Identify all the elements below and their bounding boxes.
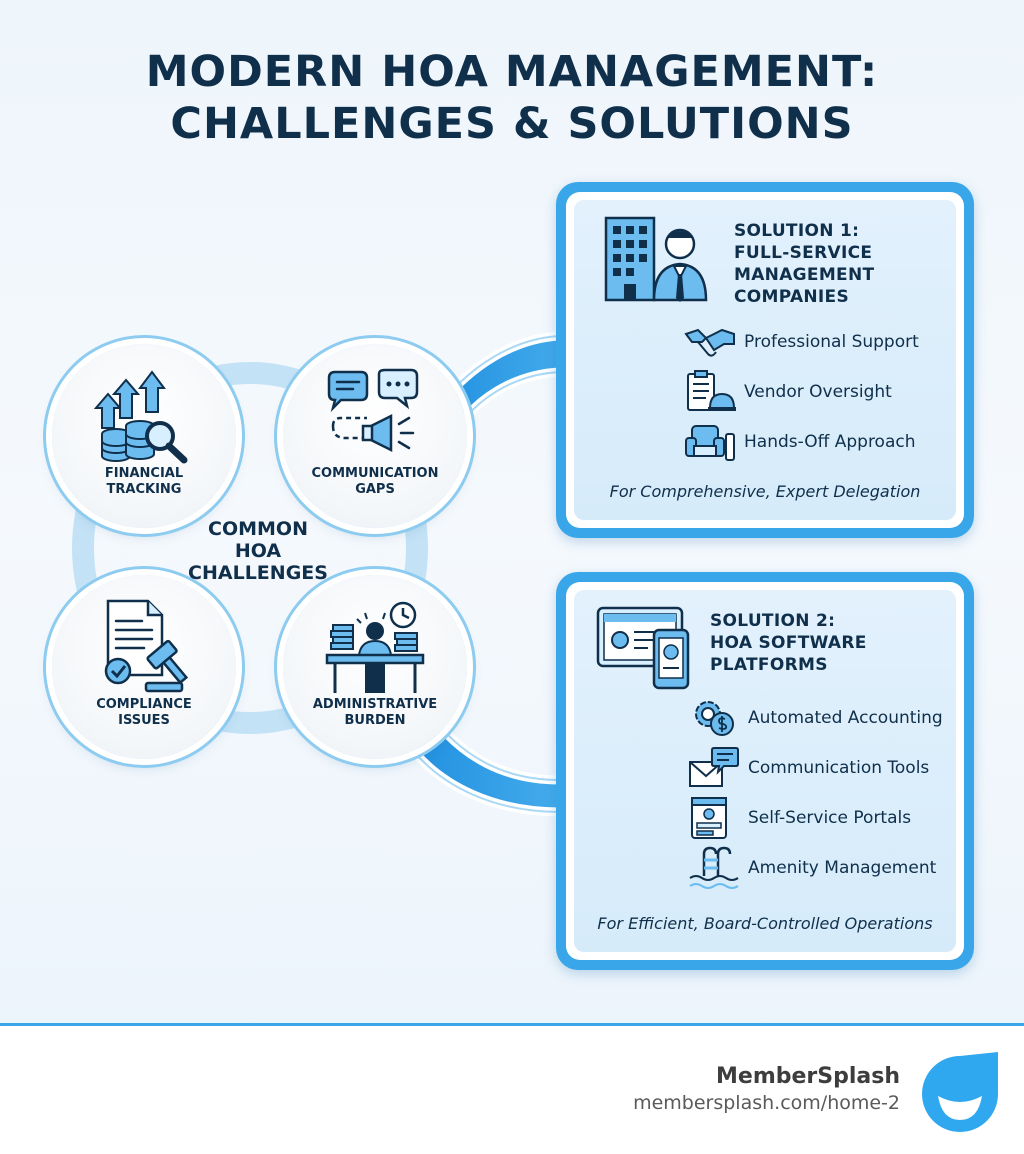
solution-2-item-label: Automated Accounting [748, 708, 943, 728]
solution-1-item: Vendor Oversight [684, 370, 964, 414]
pool-ladder-icon [689, 846, 739, 889]
common-challenges-label: COMMON HOA CHALLENGES [174, 518, 342, 584]
solution-2-item-label: Amenity Management [748, 858, 937, 878]
building-manager-icon [604, 216, 708, 302]
handshake-icon [684, 328, 735, 357]
challenge-label: ISSUES [118, 713, 170, 728]
footer-divider [0, 1023, 1024, 1026]
solution-1-item-label: Vendor Oversight [744, 382, 892, 402]
challenge-label: COMMUNICATION [311, 466, 439, 481]
portal-window-icon [691, 797, 727, 839]
solution-2-tagline: For Efficient, Board-Controlled Operatio… [597, 914, 933, 933]
solution-2-item: Communication Tools [688, 746, 968, 790]
solution-2-item-label: Self-Service Portals [748, 808, 912, 828]
center-label-line: CHALLENGES [188, 562, 328, 584]
title-line-2: CHALLENGES & SOLUTIONS [170, 99, 854, 149]
solution-1-item-label: Hands-Off Approach [744, 432, 916, 452]
solution-2-item: Amenity Management [688, 846, 968, 890]
challenge-financial-tracking: FINANCIAL TRACKING [52, 344, 236, 528]
solution-1-title: FULL-SERVICE [734, 243, 873, 263]
chat-bubbles-icon [327, 368, 419, 453]
solution-1-tagline: For Comprehensive, Expert Delegation [609, 482, 921, 501]
challenge-administrative-burden: ADMINISTRATIVE BURDEN [283, 575, 467, 759]
center-label-line: HOA [234, 540, 282, 562]
challenge-label: GAPS [355, 482, 395, 497]
title-line-1: MODERN HOA MANAGEMENT: [145, 47, 879, 97]
page-title: MODERN HOA MANAGEMENT: CHALLENGES & SOLU… [0, 46, 1024, 150]
solution-1-item: Professional Support [684, 320, 964, 364]
solution-1-title: MANAGEMENT [734, 265, 875, 285]
armchair-remote-icon [685, 425, 735, 461]
solution-2-title: HOA SOFTWARE [710, 633, 867, 653]
challenge-communication-gaps: COMMUNICATION GAPS [283, 344, 467, 528]
challenge-label: ADMINISTRATIVE [312, 697, 438, 712]
challenge-label: BURDEN [344, 713, 406, 728]
gear-dollar-icon [695, 701, 734, 736]
stressed-worker-icon [325, 601, 425, 693]
solution-2-item-label: Communication Tools [748, 758, 930, 778]
brand-name: MemberSplash [716, 1064, 900, 1089]
solution-1-title: COMPANIES [734, 287, 850, 307]
membersplash-logo-icon [922, 1052, 998, 1132]
brand-url[interactable]: membersplash.com/home-2 [633, 1092, 900, 1114]
tablet-phone-icon [596, 606, 690, 690]
center-label-line: COMMON [208, 518, 308, 540]
challenge-label: TRACKING [106, 482, 182, 497]
footer: MemberSplash membersplash.com/home-2 [0, 1026, 1024, 1154]
challenge-label: COMPLIANCE [96, 697, 192, 712]
solution-1-panel: SOLUTION 1: FULL-SERVICE MANAGEMENT COMP… [556, 182, 974, 538]
challenge-label: FINANCIAL [104, 466, 184, 481]
solution-1-item-label: Professional Support [744, 332, 919, 352]
clipboard-hardhat-icon [687, 370, 736, 411]
solution-2-item: Self-Service Portals [688, 796, 968, 840]
challenge-compliance-issues: COMPLIANCE ISSUES [52, 575, 236, 759]
solution-2-title: SOLUTION 2: [710, 611, 836, 631]
financial-chart-icon [94, 370, 188, 464]
solution-2-item: Automated Accounting [688, 696, 968, 740]
solution-2-panel: SOLUTION 2: HOA SOFTWARE PLATFORMS Autom… [556, 572, 974, 970]
solution-1-item: Hands-Off Approach [684, 420, 964, 464]
document-gavel-icon [104, 599, 189, 693]
solution-1-title: SOLUTION 1: [734, 221, 860, 241]
solution-2-title: PLATFORMS [710, 655, 828, 675]
envelope-chat-icon [689, 747, 739, 787]
